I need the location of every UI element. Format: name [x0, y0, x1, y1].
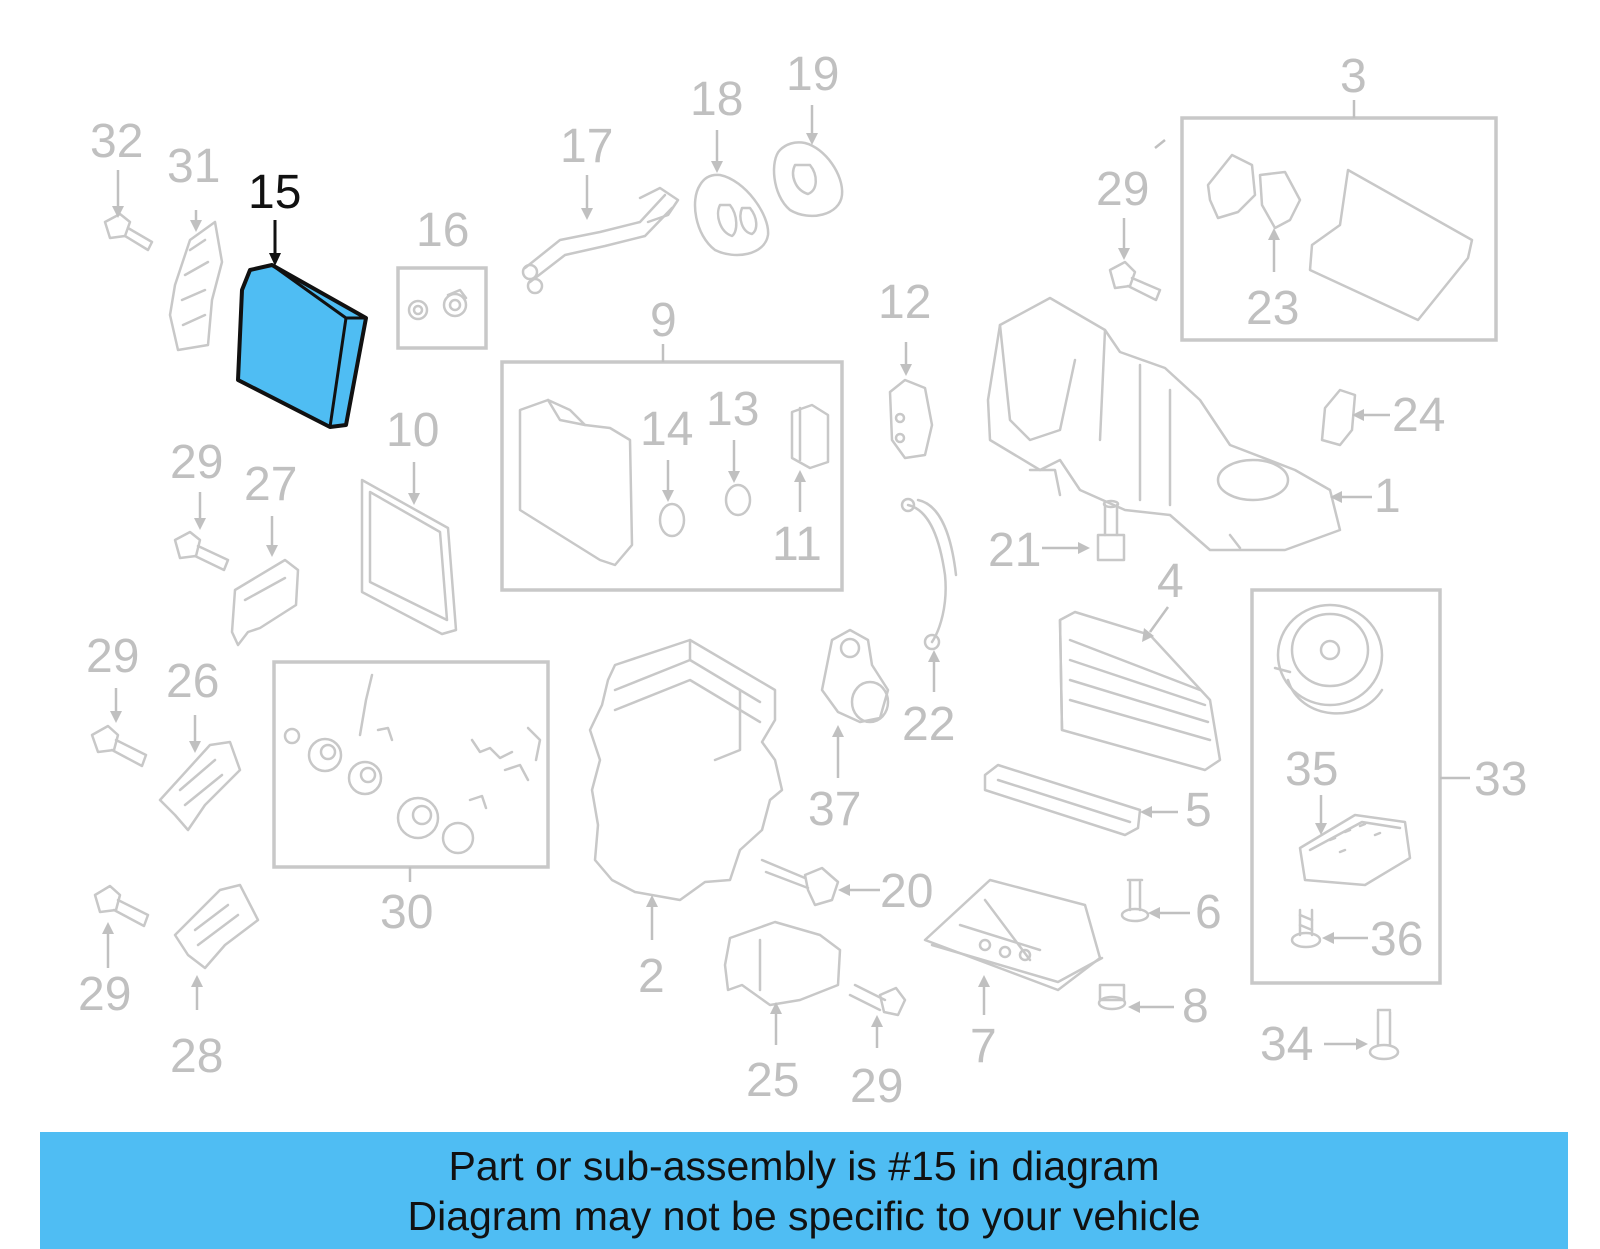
- part-29-bolt-e: [1108, 260, 1162, 302]
- callout-31: 31: [167, 140, 220, 193]
- callout-8: 8: [1182, 980, 1209, 1033]
- callout-23: 23: [1246, 282, 1299, 335]
- part-27-bracket: [230, 558, 300, 647]
- part-30-actuator-kit: [283, 673, 542, 855]
- part-13-oring: [724, 483, 752, 517]
- callout-29-b: 29: [86, 630, 139, 683]
- part-12-switch: [888, 378, 934, 460]
- callout-1: 1: [1374, 470, 1401, 523]
- callout-29-d: 29: [850, 1060, 903, 1113]
- callout-22: 22: [902, 698, 955, 751]
- part-3-cover-kit: [1206, 153, 1474, 322]
- callout-2: 2: [638, 950, 665, 1003]
- part-37-sensor: [820, 628, 890, 724]
- callout-18: 18: [690, 73, 743, 126]
- part-20-sensor: [760, 858, 840, 907]
- group-box-33: [1250, 588, 1442, 985]
- callout-6: 6: [1195, 886, 1222, 939]
- callout-33: 33: [1474, 753, 1527, 806]
- part-11-valve: [790, 403, 830, 470]
- callout-19: 19: [786, 48, 839, 101]
- callout-12: 12: [878, 276, 931, 329]
- part-26-bracket: [158, 740, 242, 832]
- callout-29-a: 29: [170, 436, 223, 489]
- part-28-bracket: [173, 883, 260, 970]
- part-5-bar: [983, 763, 1142, 837]
- callout-25: 25: [746, 1054, 799, 1107]
- callout-36: 36: [1370, 913, 1423, 966]
- part-16-grommets: [407, 288, 468, 321]
- part-29-bolt-d: [848, 983, 907, 1017]
- callout-4: 4: [1157, 555, 1184, 608]
- callout-10: 10: [386, 404, 439, 457]
- part-15-highlighted[interactable]: [236, 263, 368, 429]
- callout-15[interactable]: 15: [248, 166, 301, 219]
- callout-29-c: 29: [78, 968, 131, 1021]
- part-2-heater-case: [588, 638, 784, 902]
- part-10-seal-frame: [360, 478, 458, 636]
- callout-numbers: 32 31 15 16 17 18 19 3 29 23 9 12 24 14 …: [78, 48, 1527, 1113]
- group-box-16: [396, 266, 488, 350]
- callout-17: 17: [560, 120, 613, 173]
- callout-7: 7: [970, 1020, 997, 1073]
- part-36-screw: [1290, 908, 1322, 949]
- part-32-bolt: [103, 212, 154, 252]
- part-29-bolt-a: [173, 530, 230, 572]
- callout-3: 3: [1340, 50, 1367, 103]
- callout-34: 34: [1260, 1018, 1313, 1071]
- part-18-gasket: [693, 173, 770, 257]
- callout-37: 37: [808, 783, 861, 836]
- part-24-clip: [1320, 388, 1357, 447]
- part-17-pipe: [521, 186, 680, 295]
- part-33-blower-motor: [1273, 603, 1384, 715]
- part-35-resistor: [1298, 813, 1412, 887]
- part-29-bolt-c: [93, 884, 150, 928]
- callout-24: 24: [1392, 389, 1445, 442]
- callout-13: 13: [706, 383, 759, 436]
- info-banner: Part or sub-assembly is #15 in diagram D…: [40, 1132, 1568, 1249]
- part-4-filter: [1058, 610, 1222, 772]
- callout-30: 30: [380, 886, 433, 939]
- part-31-bracket: [168, 220, 224, 352]
- callout-29-e: 29: [1096, 163, 1149, 216]
- part-29-bolt-b: [90, 724, 148, 768]
- callout-32: 32: [90, 115, 143, 168]
- callout-20: 20: [880, 865, 933, 918]
- callout-9: 9: [650, 294, 677, 347]
- part-34-bolt: [1368, 1008, 1400, 1061]
- callout-26: 26: [166, 655, 219, 708]
- group-box-9: [500, 360, 844, 592]
- callout-16: 16: [416, 204, 469, 257]
- banner-line-2: Diagram may not be specific to your vehi…: [407, 1192, 1201, 1239]
- banner-line-1: Part or sub-assembly is #15 in diagram: [448, 1142, 1160, 1189]
- callout-21: 21: [988, 524, 1041, 577]
- part-19-seal: [772, 141, 844, 218]
- callout-35: 35: [1285, 743, 1338, 796]
- part-1-blower-housing: [986, 296, 1342, 552]
- part-25-module: [723, 920, 842, 1007]
- callout-5: 5: [1185, 784, 1212, 837]
- part-6-bolt: [1120, 878, 1150, 923]
- part-21-fitting: [1096, 499, 1126, 562]
- part-22-hose: [900, 497, 958, 651]
- leader-arrows: [102, 100, 1470, 1050]
- callout-11: 11: [772, 518, 822, 571]
- callout-14: 14: [640, 403, 693, 456]
- part-14-oring: [658, 502, 686, 538]
- part-8-nut: [1097, 983, 1127, 1011]
- group-box-3: [1180, 116, 1498, 342]
- part-9-evaporator: [518, 398, 634, 567]
- callout-27: 27: [244, 458, 297, 511]
- callout-28: 28: [170, 1030, 223, 1083]
- part-7-tray: [923, 878, 1104, 992]
